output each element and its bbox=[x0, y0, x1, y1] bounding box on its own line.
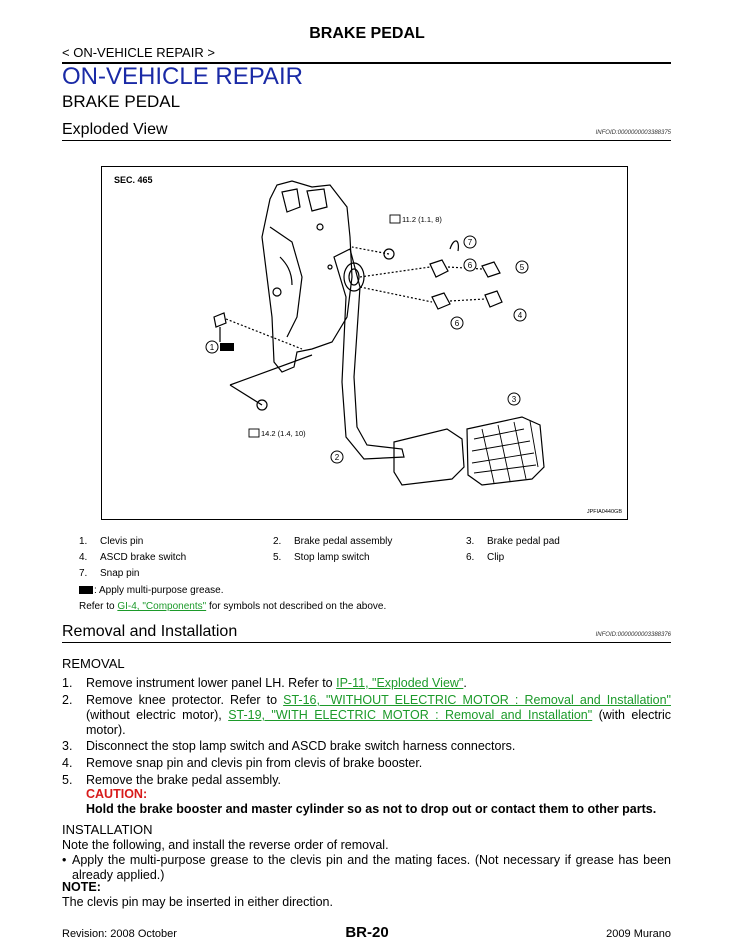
legend-label-3: Brake pedal pad bbox=[487, 536, 560, 547]
legend-num-5: 5. bbox=[273, 552, 282, 563]
legend-num-2: 2. bbox=[273, 536, 282, 547]
note-label: NOTE: bbox=[62, 880, 101, 894]
legend-num-7: 7. bbox=[79, 568, 88, 579]
brake-pedal-diagram: SEC. 465 bbox=[114, 175, 622, 515]
step-2-num: 2. bbox=[62, 693, 73, 707]
legend-label-2: Brake pedal assembly bbox=[294, 536, 393, 547]
installation-heading: INSTALLATION bbox=[62, 822, 153, 837]
torque-lower: 14.2 (1.4, 10) bbox=[248, 428, 306, 438]
refer-prefix: Refer to bbox=[79, 601, 118, 612]
callout-4: 4 bbox=[518, 311, 523, 320]
page-title: BRAKE PEDAL bbox=[309, 25, 425, 42]
step-5-num: 5. bbox=[62, 773, 73, 787]
install-intro: Note the following, and install the reve… bbox=[62, 838, 389, 852]
step-5-text: Remove the brake pedal assembly. bbox=[86, 773, 282, 787]
removal-info-id: INFOID:0000000003388376 bbox=[595, 632, 671, 638]
subsection-title: BRAKE PEDAL bbox=[62, 92, 181, 111]
step-1-num: 1. bbox=[62, 676, 73, 690]
callout-5: 5 bbox=[520, 263, 525, 272]
install-bullet: • Apply the multi-purpose grease to the … bbox=[62, 853, 671, 883]
step-3-text: Disconnect the stop lamp switch and ASCD… bbox=[86, 739, 516, 753]
breadcrumb: < ON-VEHICLE REPAIR > bbox=[62, 45, 215, 60]
exploded-rule bbox=[62, 140, 671, 141]
caution-text: Hold the brake booster and master cylind… bbox=[86, 802, 657, 816]
callout-6b: 6 bbox=[455, 319, 460, 328]
legend-label-1: Clevis pin bbox=[100, 536, 144, 547]
legend-label-5: Stop lamp switch bbox=[294, 552, 370, 563]
bullet-icon: • bbox=[62, 853, 67, 867]
callout-2: 2 bbox=[335, 453, 340, 462]
legend-num-1: 1. bbox=[79, 536, 88, 547]
footer-revision: Revision: 2008 October bbox=[62, 928, 177, 940]
grease-icon bbox=[79, 586, 93, 595]
step-1-end: . bbox=[463, 676, 467, 690]
torque-upper-value: 11.2 (1.1, 8) bbox=[402, 215, 442, 224]
figure-id: JPFIA0440GB bbox=[587, 509, 622, 515]
removal-rule bbox=[62, 642, 671, 643]
callout-7: 7 bbox=[468, 238, 473, 247]
step-1-text: Remove instrument lower panel LH. Refer … bbox=[86, 676, 337, 690]
callout-3: 3 bbox=[512, 395, 517, 404]
legend-num-4: 4. bbox=[79, 552, 88, 563]
section-title: ON-VEHICLE REPAIR bbox=[62, 63, 303, 90]
note-text: The clevis pin may be inserted in either… bbox=[62, 895, 333, 909]
sec-label: SEC. 465 bbox=[114, 175, 153, 185]
removal-heading: REMOVAL bbox=[62, 656, 125, 671]
exploded-view-title: Exploded View bbox=[62, 121, 168, 138]
page-number: BR-20 bbox=[345, 924, 389, 941]
exploded-info-id: INFOID:0000000003388375 bbox=[595, 130, 671, 136]
callout-6a: 6 bbox=[468, 261, 473, 270]
step-1: 1. Remove instrument lower panel LH. Ref… bbox=[62, 676, 671, 691]
grease-note-text: : Apply multi-purpose grease. bbox=[94, 585, 224, 596]
step-4-num: 4. bbox=[62, 756, 73, 770]
footer-model: 2009 Murano bbox=[606, 928, 671, 940]
callout-1: 1 bbox=[210, 343, 215, 352]
legend-num-6: 6. bbox=[466, 552, 475, 563]
header-rule bbox=[62, 62, 671, 64]
step-4-text: Remove snap pin and clevis pin from clev… bbox=[86, 756, 423, 770]
step-4: 4. Remove snap pin and clevis pin from c… bbox=[62, 756, 671, 771]
refer-suffix: for symbols not described on the above. bbox=[206, 601, 387, 612]
step-2: 2. Remove knee protector. Refer to ST-16… bbox=[62, 693, 671, 738]
ip11-link[interactable]: IP-11, "Exploded View" bbox=[336, 676, 464, 690]
torque-upper: 11.2 (1.1, 8) bbox=[389, 214, 442, 224]
refer-note: Refer to GI-4, "Components" for symbols … bbox=[79, 601, 386, 612]
st19-link[interactable]: ST-19, "WITH ELECTRIC MOTOR : Removal an… bbox=[228, 708, 593, 722]
step-2-text-c: (with electric motor). bbox=[86, 708, 672, 737]
grease-icon-figure bbox=[220, 343, 234, 351]
removal-installation-title: Removal and Installation bbox=[62, 623, 238, 640]
grease-note: : Apply multi-purpose grease. bbox=[79, 585, 224, 596]
step-2-text-a: Remove knee protector. Refer to bbox=[86, 693, 284, 707]
torque-lower-value: 14.2 (1.4, 10) bbox=[261, 429, 306, 438]
legend-label-6: Clip bbox=[487, 552, 505, 563]
step-3: 3. Disconnect the stop lamp switch and A… bbox=[62, 739, 671, 754]
bracket-drawing bbox=[213, 180, 545, 486]
legend-label-7: Snap pin bbox=[100, 568, 140, 579]
step-3-num: 3. bbox=[62, 739, 73, 753]
legend-label-4: ASCD brake switch bbox=[100, 552, 187, 563]
exploded-view-figure: SEC. 465 bbox=[101, 166, 628, 520]
gi4-components-link[interactable]: GI-4, "Components" bbox=[117, 601, 207, 612]
callouts: 1 2 3 4 5 6 6 7 bbox=[205, 235, 529, 464]
install-bullet-text: Apply the multi-purpose grease to the cl… bbox=[72, 853, 671, 882]
legend-num-3: 3. bbox=[466, 536, 475, 547]
st16-link[interactable]: ST-16, "WITHOUT ELECTRIC MOTOR : Removal… bbox=[283, 693, 671, 707]
step-5: 5. Remove the brake pedal assembly. bbox=[62, 773, 671, 788]
caution-label: CAUTION: bbox=[86, 787, 148, 801]
step-2-text-b: (without electric motor), bbox=[86, 708, 229, 722]
